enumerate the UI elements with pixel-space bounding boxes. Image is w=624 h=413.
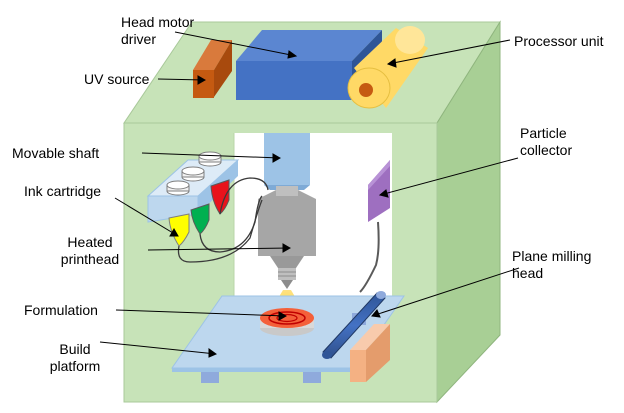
label-ink-cartridge: Ink cartridge [24,183,102,199]
leader-processor-unit [387,39,511,65]
label-plane-milling-head-line1: Plane milling [512,248,592,264]
leader-plane-milling-head [371,267,520,317]
label-plane-milling-head-line2: head [512,265,544,281]
heated-printhead [258,186,316,289]
label-plane-milling-head: Plane milling head [512,248,591,282]
platform-support-block [350,324,390,382]
label-build-platform-line1: Build [59,341,91,357]
leader-lines [99,31,520,358]
label-particle-collector: Particle collector [520,125,572,159]
leader-head-motor-driver [174,31,297,57]
label-head-motor-driver-line1: Head motor [121,14,195,30]
leader-heated-printhead [147,247,291,251]
label-heated-printhead-line1: Heated [67,234,113,250]
head-motor-driver [236,30,382,100]
label-movable-shaft: Movable shaft [12,145,100,161]
ink-tubes [177,177,269,263]
label-particle-collector-line2: collector [520,142,573,158]
leader-ink-cartridge [114,197,179,237]
label-processor-unit: Processor unit [514,33,604,49]
leader-uv-source [157,78,206,81]
particle-collector [359,160,390,293]
label-formulation: Formulation [24,302,98,318]
label-build-platform: Build platform [30,341,120,375]
label-heated-printhead: Heated printhead [34,234,146,268]
label-head-motor-driver-line2: driver [121,31,157,47]
label-build-platform-line2: platform [49,358,101,374]
leader-formulation [115,309,287,317]
plane-milling-head [322,291,386,359]
label-uv-source: UV source [84,71,150,87]
leader-build-platform [99,341,217,355]
formulation [260,308,314,336]
movable-shaft [264,133,310,190]
leader-particle-collector [379,157,519,196]
processor-unit [347,26,428,109]
label-heated-printhead-line2: printhead [60,251,120,267]
label-particle-collector-line1: Particle [520,125,567,141]
leader-movable-shaft [141,152,281,159]
label-head-motor-driver: Head motor driver [121,14,194,48]
